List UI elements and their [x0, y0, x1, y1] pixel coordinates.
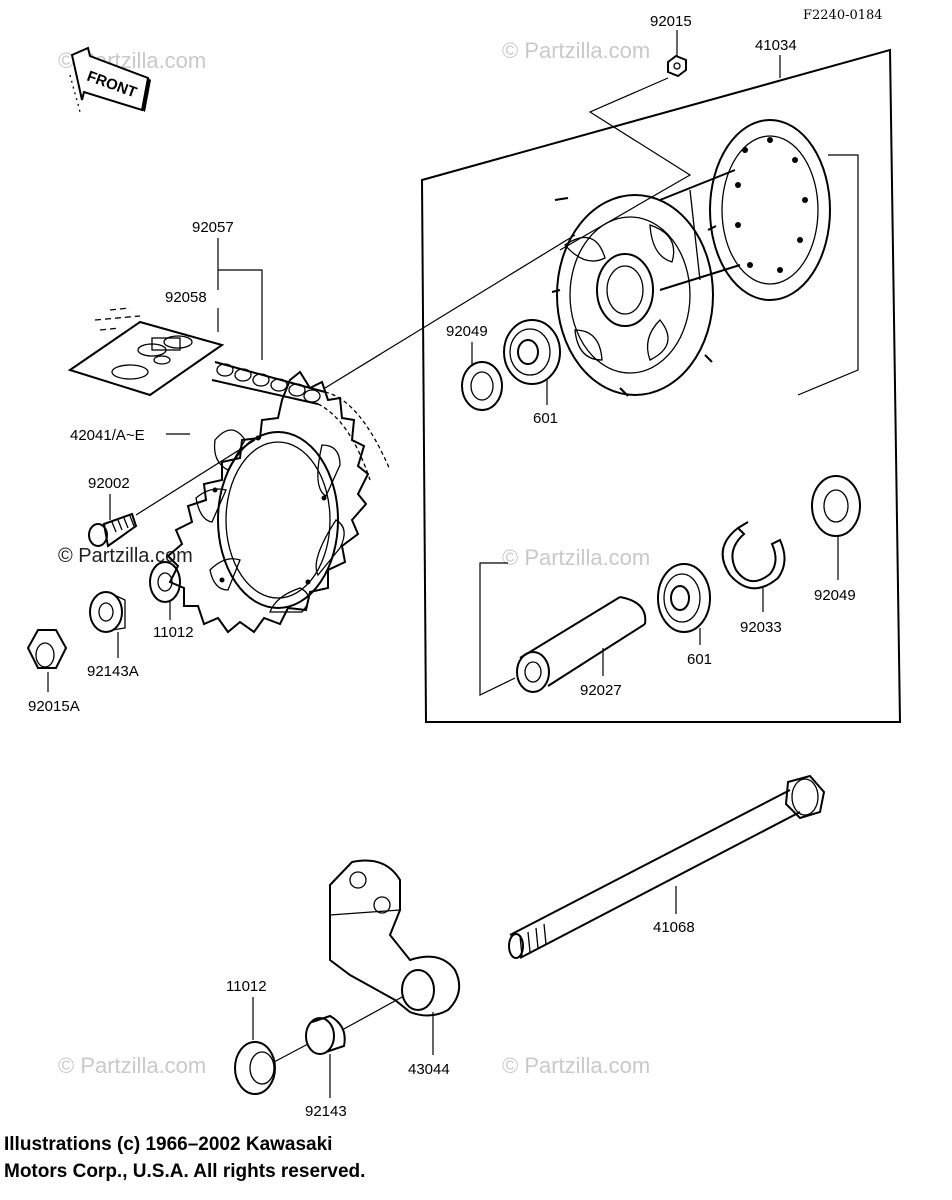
- axle-41068: [508, 774, 826, 959]
- part-label: 92143A: [87, 663, 139, 680]
- part-label: 92015: [650, 13, 692, 30]
- bearing-601: [503, 319, 561, 385]
- part-label: 92049: [814, 587, 856, 604]
- bolt-92002: [88, 512, 138, 548]
- part-label: 11012: [226, 978, 267, 995]
- part-label: 43044: [408, 1061, 450, 1078]
- circlip-92033: [721, 521, 786, 590]
- chain-joint: [67, 307, 225, 397]
- part-label: 601: [687, 651, 712, 668]
- part-label: 92033: [740, 619, 782, 636]
- part-label: 92015A: [28, 698, 80, 715]
- rear-hub: [551, 119, 859, 397]
- oil-seal-92049: [461, 361, 503, 411]
- part-label: 92057: [192, 219, 234, 236]
- copyright-line: Motors Corp., U.S.A. All rights reserved…: [4, 1161, 366, 1182]
- part-label: 601: [533, 410, 558, 427]
- watermark: © Partzilla.com: [58, 545, 193, 567]
- copyright-notice: Illustrations (c) 1966–2002 Kawasaki Mot…: [4, 1131, 564, 1185]
- hub-assembly-frame: [420, 48, 902, 723]
- watermark: © Partzilla.com: [502, 1053, 650, 1078]
- watermark: © Partzilla.com: [502, 545, 650, 570]
- drive-chain: [211, 361, 391, 481]
- collar-11012: [234, 1041, 276, 1095]
- washer-92143A: [89, 591, 126, 633]
- part-label: 92049: [446, 323, 488, 340]
- rear-sprocket: [166, 370, 370, 634]
- reference-code: F2240-0184: [803, 8, 883, 23]
- part-label: 11012: [153, 624, 194, 641]
- part-label: 92002: [88, 475, 130, 492]
- caliper-bracket-43044: [329, 859, 461, 1017]
- oil-seal-92049: [811, 475, 861, 537]
- front-arrow-icon: FRONT: [69, 46, 151, 113]
- part-label: 92143: [305, 1103, 347, 1120]
- copyright-line: Illustrations (c) 1966–2002 Kawasaki: [4, 1134, 333, 1155]
- collar-11012: [149, 561, 181, 603]
- collar-92143: [305, 1014, 346, 1055]
- bearing-601: [657, 563, 711, 633]
- watermark: © Partzilla.com: [58, 1053, 206, 1078]
- part-label: 41068: [653, 919, 695, 936]
- nut-92015A: [26, 629, 68, 669]
- part-label: 92058: [165, 289, 207, 306]
- part-label: 92027: [580, 682, 622, 699]
- nut-92015: [667, 54, 687, 78]
- part-label: 42041/A~E: [70, 427, 145, 444]
- watermark: © Partzilla.com: [502, 38, 650, 63]
- part-label: 41034: [755, 37, 797, 54]
- spacer-92027: [516, 596, 647, 693]
